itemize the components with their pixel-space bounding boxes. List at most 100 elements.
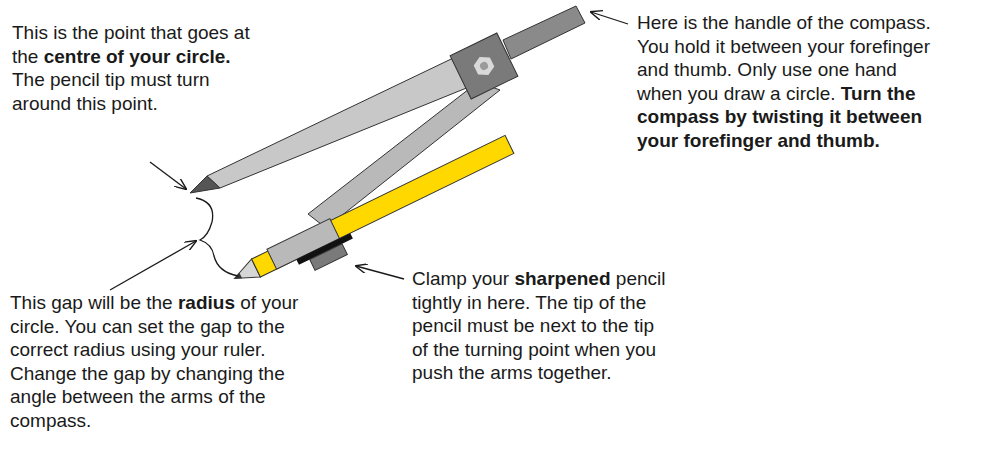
callout-word: tightly [412, 292, 462, 313]
callout-word: the [168, 316, 194, 337]
callout-word: point [528, 339, 569, 360]
callout-word: your [637, 130, 678, 151]
callout-word: gap [114, 363, 146, 384]
callout-word: use [782, 59, 813, 80]
callout-word: of [797, 12, 813, 33]
callout-word: must [467, 315, 508, 336]
callout-word: it [716, 36, 726, 57]
callout-word: handle [734, 12, 791, 33]
callout-word: draw [724, 83, 765, 104]
callout-word: is [683, 12, 697, 33]
callout-word: that [150, 22, 182, 43]
callout-word: your [807, 36, 844, 57]
callout-word: can [102, 316, 133, 337]
hinge-hub [450, 33, 518, 99]
callout-word: ruler. [223, 339, 265, 360]
callout-word: sharpened [514, 268, 610, 289]
callout-word: the [602, 315, 628, 336]
callout-word: a [770, 83, 781, 104]
callout-word: forefinger [683, 130, 772, 151]
callout-word: of [412, 339, 428, 360]
callout-word: turning [465, 339, 523, 360]
callout-word: You [65, 316, 97, 337]
callout-text: Here is the handle of the compass. You h… [637, 11, 942, 153]
callout-word: thumb. [674, 59, 732, 80]
callout-word: by [725, 106, 747, 127]
callout-word: the [239, 386, 265, 407]
callout-word: your [472, 268, 509, 289]
callout-word: together. [538, 362, 612, 383]
callout-word: The [535, 292, 568, 313]
callout-word: point. [111, 93, 157, 114]
callout-word: The [12, 69, 45, 90]
callout-word: the [146, 292, 172, 313]
callout-word: the [72, 22, 98, 43]
callout-word: will [88, 292, 114, 313]
callout-word: the [258, 316, 284, 337]
callout-word: compass. [10, 410, 91, 431]
callout-word: circle. [786, 83, 836, 104]
callout-word: Clamp [412, 268, 467, 289]
callout-word: between [62, 386, 134, 407]
callout-word: and [637, 59, 669, 80]
callout-word: when [575, 339, 620, 360]
callout-word: to [581, 315, 597, 336]
callout-word: pencil [412, 315, 462, 336]
pencil [229, 134, 522, 304]
callout-word: it [829, 106, 841, 127]
callout-word: gap [51, 292, 83, 313]
callout-word: correct [10, 339, 68, 360]
callout-word: circle. [10, 316, 60, 337]
callout-word: you [688, 83, 719, 104]
callout-word: the [139, 386, 165, 407]
callout-word: push [412, 362, 453, 383]
callout-word: Only [737, 59, 776, 80]
callout-word: angle [10, 386, 57, 407]
leader-line [110, 241, 196, 290]
callout-word: Turn [841, 83, 882, 104]
callout-word: tip [634, 315, 654, 336]
callout-word: the [620, 292, 646, 313]
callout-word: between [846, 106, 922, 127]
callout-word: and [777, 130, 811, 151]
callout-word: of [599, 292, 615, 313]
callout-word: at [234, 22, 250, 43]
callout-word: tip [105, 69, 125, 90]
callout-word: compass. [849, 12, 930, 33]
callout-word: compass [637, 106, 719, 127]
leader-line [150, 162, 186, 189]
callout-word: twisting [752, 106, 824, 127]
callout-word: forefinger [850, 36, 930, 57]
callout-word: thumb. [817, 130, 880, 151]
callout-word: the [433, 339, 459, 360]
callout-word: is [53, 22, 67, 43]
leader-line [356, 266, 404, 279]
callout-word: turn [177, 69, 210, 90]
callout-text: This gap will be the radius of your circ… [10, 291, 305, 433]
callout-word: in [467, 292, 482, 313]
callout-word: your [181, 339, 218, 360]
callout-word: of [106, 46, 124, 67]
callout-word: the [458, 362, 484, 383]
callout-word: the [702, 12, 728, 33]
callout-text: This is the point that goes at the centr… [12, 21, 260, 115]
callout-text: Clamp your sharpened pencil tightly in h… [412, 267, 674, 385]
callout-word: centre [44, 46, 101, 67]
callout-word: changing [176, 363, 253, 384]
callout-word: you [625, 339, 656, 360]
callout-word: of [240, 292, 256, 313]
callout-word: Here [637, 12, 678, 33]
callout-word: be [513, 315, 534, 336]
callout-word: pencil [50, 69, 100, 90]
callout-word: here. [487, 292, 530, 313]
callout-word: the [258, 363, 284, 384]
callout-word: arms [171, 386, 213, 407]
callout-word: must [130, 69, 171, 90]
callout-word: You [637, 36, 669, 57]
callout-word: be [120, 292, 141, 313]
callout-word: the [82, 363, 108, 384]
callout-word: this [76, 93, 106, 114]
callout-word: point [104, 22, 145, 43]
callout-word: This [10, 292, 46, 313]
callout-word: the [887, 83, 916, 104]
